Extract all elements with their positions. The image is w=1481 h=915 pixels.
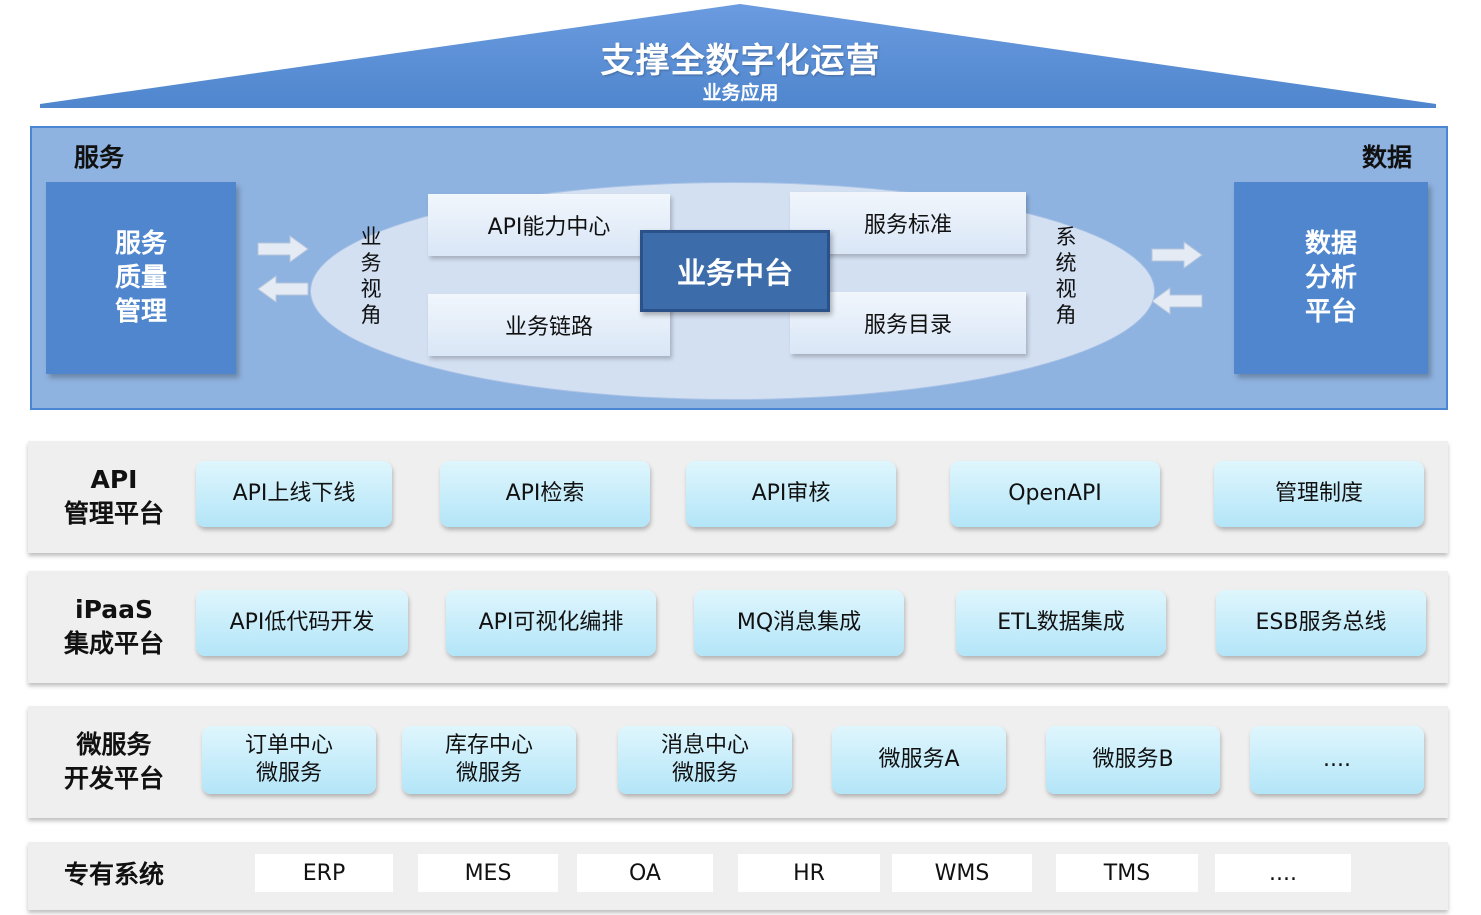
api-chip[interactable]: API上线下线 <box>196 461 392 527</box>
system-view-char: 系 <box>1055 225 1077 249</box>
proprietary-systems-layer: 专有系统 ERP MES OA HR WMS TMS .... <box>28 842 1448 910</box>
business-view-char: 务 <box>360 251 382 275</box>
api-chip[interactable]: API检索 <box>440 461 650 527</box>
service-quality-line: 服务 <box>114 229 167 259</box>
api-management-layer: API 管理平台 API上线下线 API检索 API审核 OpenAPI 管理制… <box>28 441 1448 553</box>
api-capability-center-card[interactable]: API能力中心 <box>428 194 670 256</box>
arrow-right-icon <box>1151 241 1203 269</box>
microservice-chip[interactable]: 微服务A <box>832 726 1006 794</box>
roof-title: 支撑全数字化运营 <box>600 41 881 81</box>
data-analysis-line: 数据 <box>1304 229 1357 259</box>
data-analysis-line: 平台 <box>1304 297 1357 327</box>
ipaas-integration-layer: iPaaS 集成平台 API低代码开发 API可视化编排 MQ消息集成 ETL数… <box>28 571 1448 683</box>
data-analysis-box[interactable]: 数据 分析 平台 <box>1234 182 1428 374</box>
api-layer-label-line: API <box>90 465 138 494</box>
microservice-chip-line: 微服务 <box>671 761 738 786</box>
ipaas-chip[interactable]: ETL数据集成 <box>956 590 1166 656</box>
service-quality-line: 质量 <box>114 263 167 293</box>
microservice-layer-label-line: 开发平台 <box>63 764 164 793</box>
system-chip[interactable]: HR <box>738 854 880 892</box>
business-link-card[interactable]: 业务链路 <box>428 294 670 356</box>
microservice-chip[interactable]: 微服务B <box>1046 726 1220 794</box>
microservice-chip[interactable]: .... <box>1250 726 1424 794</box>
business-view-label: 业 务 视 角 <box>357 224 385 328</box>
business-view-char: 视 <box>360 277 382 301</box>
microservice-chip[interactable]: 库存中心 微服务 <box>402 726 576 794</box>
ipaas-chip[interactable]: API可视化编排 <box>446 590 656 656</box>
microservice-chip[interactable]: 订单中心 微服务 <box>202 726 376 794</box>
data-corner-label: 数据 <box>1361 143 1412 172</box>
ipaas-layer-label-line: 集成平台 <box>63 629 164 658</box>
api-layer-label-line: 管理平台 <box>63 499 164 528</box>
api-chip[interactable]: API审核 <box>686 461 896 527</box>
service-standard-card[interactable]: 服务标准 <box>790 192 1026 254</box>
service-quality-box[interactable]: 服务 质量 管理 <box>46 182 236 374</box>
roof-subtitle: 业务应用 <box>702 82 779 104</box>
system-chip[interactable]: MES <box>418 854 558 892</box>
system-view-char: 统 <box>1055 251 1077 275</box>
microservice-chip-line: 库存中心 <box>444 733 533 758</box>
arrow-left-icon <box>1151 287 1203 315</box>
api-layer-label: API 管理平台 <box>28 463 200 531</box>
microservice-chip-line: 消息中心 <box>660 733 749 758</box>
system-chip[interactable]: OA <box>577 854 713 892</box>
ipaas-chip[interactable]: ESB服务总线 <box>1216 590 1426 656</box>
ipaas-chip[interactable]: MQ消息集成 <box>694 590 904 656</box>
roof-shape <box>40 4 1436 108</box>
system-chip[interactable]: TMS <box>1056 854 1198 892</box>
api-chip[interactable]: OpenAPI <box>950 461 1160 527</box>
microservice-layer-label-line: 微服务 <box>76 730 152 759</box>
api-chip[interactable]: 管理制度 <box>1214 461 1424 527</box>
arrow-right-icon <box>257 235 309 263</box>
ipaas-chip[interactable]: API低代码开发 <box>196 590 408 656</box>
service-quality-line: 管理 <box>114 297 167 327</box>
microservice-chip-line: 微服务 <box>455 761 522 786</box>
system-view-label: 系 统 视 角 <box>1052 224 1080 328</box>
business-view-char: 角 <box>360 303 382 327</box>
system-chip[interactable]: ERP <box>255 854 393 892</box>
system-chip[interactable]: WMS <box>892 854 1032 892</box>
data-analysis-line: 分析 <box>1304 263 1357 293</box>
microservice-layer-label: 微服务 开发平台 <box>28 728 200 796</box>
arrow-left-icon <box>257 275 309 303</box>
service-corner-label: 服务 <box>74 143 125 172</box>
ipaas-layer-label: iPaaS 集成平台 <box>28 593 200 661</box>
microservice-chip-line: 微服务B <box>1092 747 1174 772</box>
system-view-char: 视 <box>1055 277 1077 301</box>
microservice-chip-line: 微服务A <box>878 747 960 772</box>
microservice-chip-line: 微服务 <box>255 761 322 786</box>
business-platform-panel: 服务 数据 服务 质量 管理 数据 分析 平台 业 务 视 角 系 统 <box>30 126 1448 410</box>
system-view-char: 角 <box>1055 303 1077 327</box>
microservice-dev-layer: 微服务 开发平台 订单中心 微服务 库存中心 微服务 消息中心 微服务 微服务A… <box>28 706 1448 818</box>
systems-layer-label: 专有系统 <box>63 860 164 889</box>
ipaas-layer-label-line: iPaaS <box>75 595 153 624</box>
business-middle-platform-core[interactable]: 业务中台 <box>640 230 830 312</box>
business-view-char: 业 <box>360 225 382 249</box>
system-chip[interactable]: .... <box>1215 854 1351 892</box>
microservice-chip[interactable]: 消息中心 微服务 <box>618 726 792 794</box>
microservice-chip-line: 订单中心 <box>244 733 333 758</box>
microservice-chip-line: .... <box>1323 747 1351 772</box>
